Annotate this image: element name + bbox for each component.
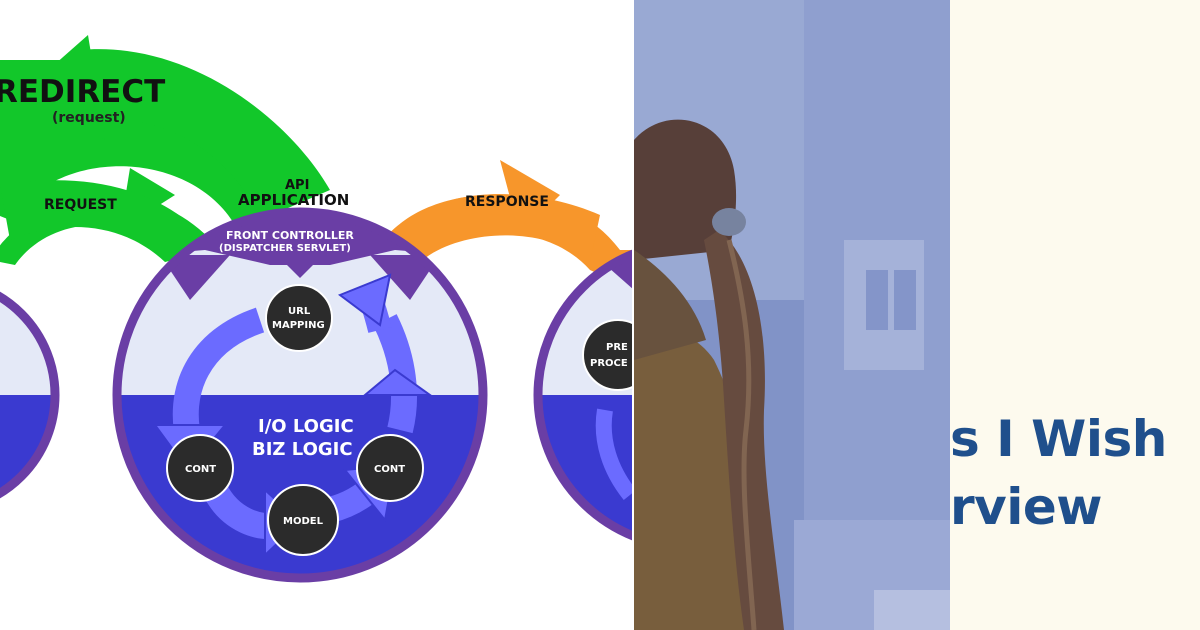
panel-divider — [632, 0, 634, 630]
response-arrow — [385, 160, 634, 290]
controller-node-left: CONT — [166, 434, 234, 502]
pre-processor-label-2: PROCE — [590, 358, 628, 369]
url-mapping-label-1: URL — [288, 306, 311, 317]
title-panel: s I Wish rview — [950, 0, 1200, 630]
biz-logic-label: BIZ LOGIC — [252, 439, 353, 460]
headline-line-2: rview — [950, 478, 1103, 536]
request-label: REQUEST — [44, 197, 117, 213]
application-label: APPLICATION — [238, 191, 349, 209]
mvc-flow-diagram: REDIRECT (request) REQUEST RESPONSE — [0, 35, 847, 583]
redirect-label: REDIRECT — [0, 74, 165, 110]
request-arrow — [0, 168, 220, 265]
model-node: MODEL — [267, 484, 339, 556]
dispatcher-servlet-label: (DISPATCHER SERVLET) — [219, 243, 351, 254]
redirect-sub-label: (request) — [52, 110, 126, 126]
url-mapping-label-2: MAPPING — [272, 320, 325, 331]
redirect-arrow — [0, 35, 330, 226]
cont-right-label: CONT — [374, 464, 405, 475]
front-controller-label: FRONT CONTROLLER — [226, 229, 354, 242]
pre-processor-label-1: PRE — [606, 342, 628, 353]
model-label: MODEL — [283, 516, 324, 527]
headline-line-1: s I Wish — [950, 410, 1167, 468]
view-circle — [533, 238, 847, 552]
io-logic-label: I/O LOGIC — [258, 416, 354, 437]
person-photo — [634, 0, 950, 630]
controller-node-right: CONT — [356, 434, 424, 502]
url-mapping-node: URL MAPPING — [265, 284, 333, 352]
api-label: API — [285, 178, 309, 193]
response-label: RESPONSE — [465, 194, 549, 210]
cont-left-label: CONT — [185, 464, 216, 475]
client-circle — [0, 280, 60, 510]
